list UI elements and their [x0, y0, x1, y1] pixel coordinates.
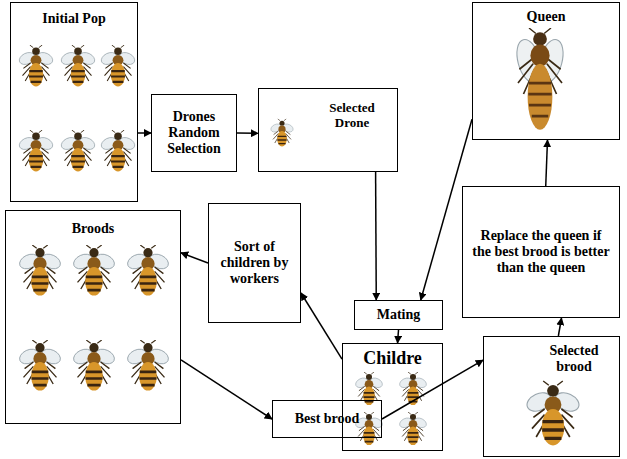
bee-drone — [59, 45, 96, 86]
bee-drone — [99, 45, 136, 86]
node-label: Childre — [363, 348, 422, 369]
node-label: Replace the queen if the best brood is b… — [471, 228, 611, 276]
flow-arrow — [301, 293, 342, 359]
bee-drone — [17, 45, 54, 86]
flow-arrow — [237, 132, 258, 134]
bee-brood — [71, 340, 117, 391]
queen-box: Queen — [472, 2, 620, 140]
flow-arrow — [181, 360, 272, 419]
node-label: Best brood — [295, 411, 360, 427]
drone-box: Selected Drone — [258, 88, 398, 172]
process-box: Drones Random Selection — [151, 94, 237, 172]
flow-arrow — [181, 253, 208, 263]
node-label: Sort of children by workers — [213, 239, 296, 287]
bee-brood — [17, 245, 63, 296]
flow-arrow — [375, 172, 377, 300]
flow-arrow — [138, 132, 151, 134]
flow-arrow — [546, 140, 548, 186]
bee-brood — [71, 245, 117, 296]
bee-brood — [17, 340, 63, 391]
bee-queen — [513, 28, 568, 130]
bee-child — [398, 412, 428, 445]
bee-drone — [59, 130, 96, 171]
node-label: Initial Pop — [42, 11, 105, 27]
bee-drone — [99, 130, 136, 171]
flow-arrow — [421, 119, 472, 300]
process-box: Sort of children by workers — [208, 203, 301, 323]
bee-drone — [17, 130, 54, 171]
flow-arrow — [558, 318, 561, 336]
decision-box: Replace the queen if the best brood is b… — [462, 186, 620, 318]
bee-selected-drone — [270, 119, 295, 147]
bee-brood — [125, 245, 171, 296]
children-box: Childre — [342, 343, 443, 451]
brood-box: Selected brood — [483, 336, 620, 457]
process-box: Mating — [354, 300, 443, 330]
node-label: Mating — [377, 307, 421, 323]
node-label: Selected Drone — [317, 101, 387, 131]
population-box: Initial Pop — [10, 2, 138, 202]
node-label: Broods — [72, 221, 115, 237]
node-label: Queen — [527, 9, 566, 25]
flow-arrow — [382, 360, 483, 419]
bee-brood — [125, 340, 171, 391]
process-box: Best brood — [272, 400, 382, 438]
node-label: Selected brood — [539, 343, 609, 375]
node-label: Drones Random Selection — [156, 109, 232, 157]
broods-box: Broods — [5, 210, 181, 424]
bee-selected-brood — [524, 381, 582, 445]
flow-arrow — [397, 330, 399, 343]
